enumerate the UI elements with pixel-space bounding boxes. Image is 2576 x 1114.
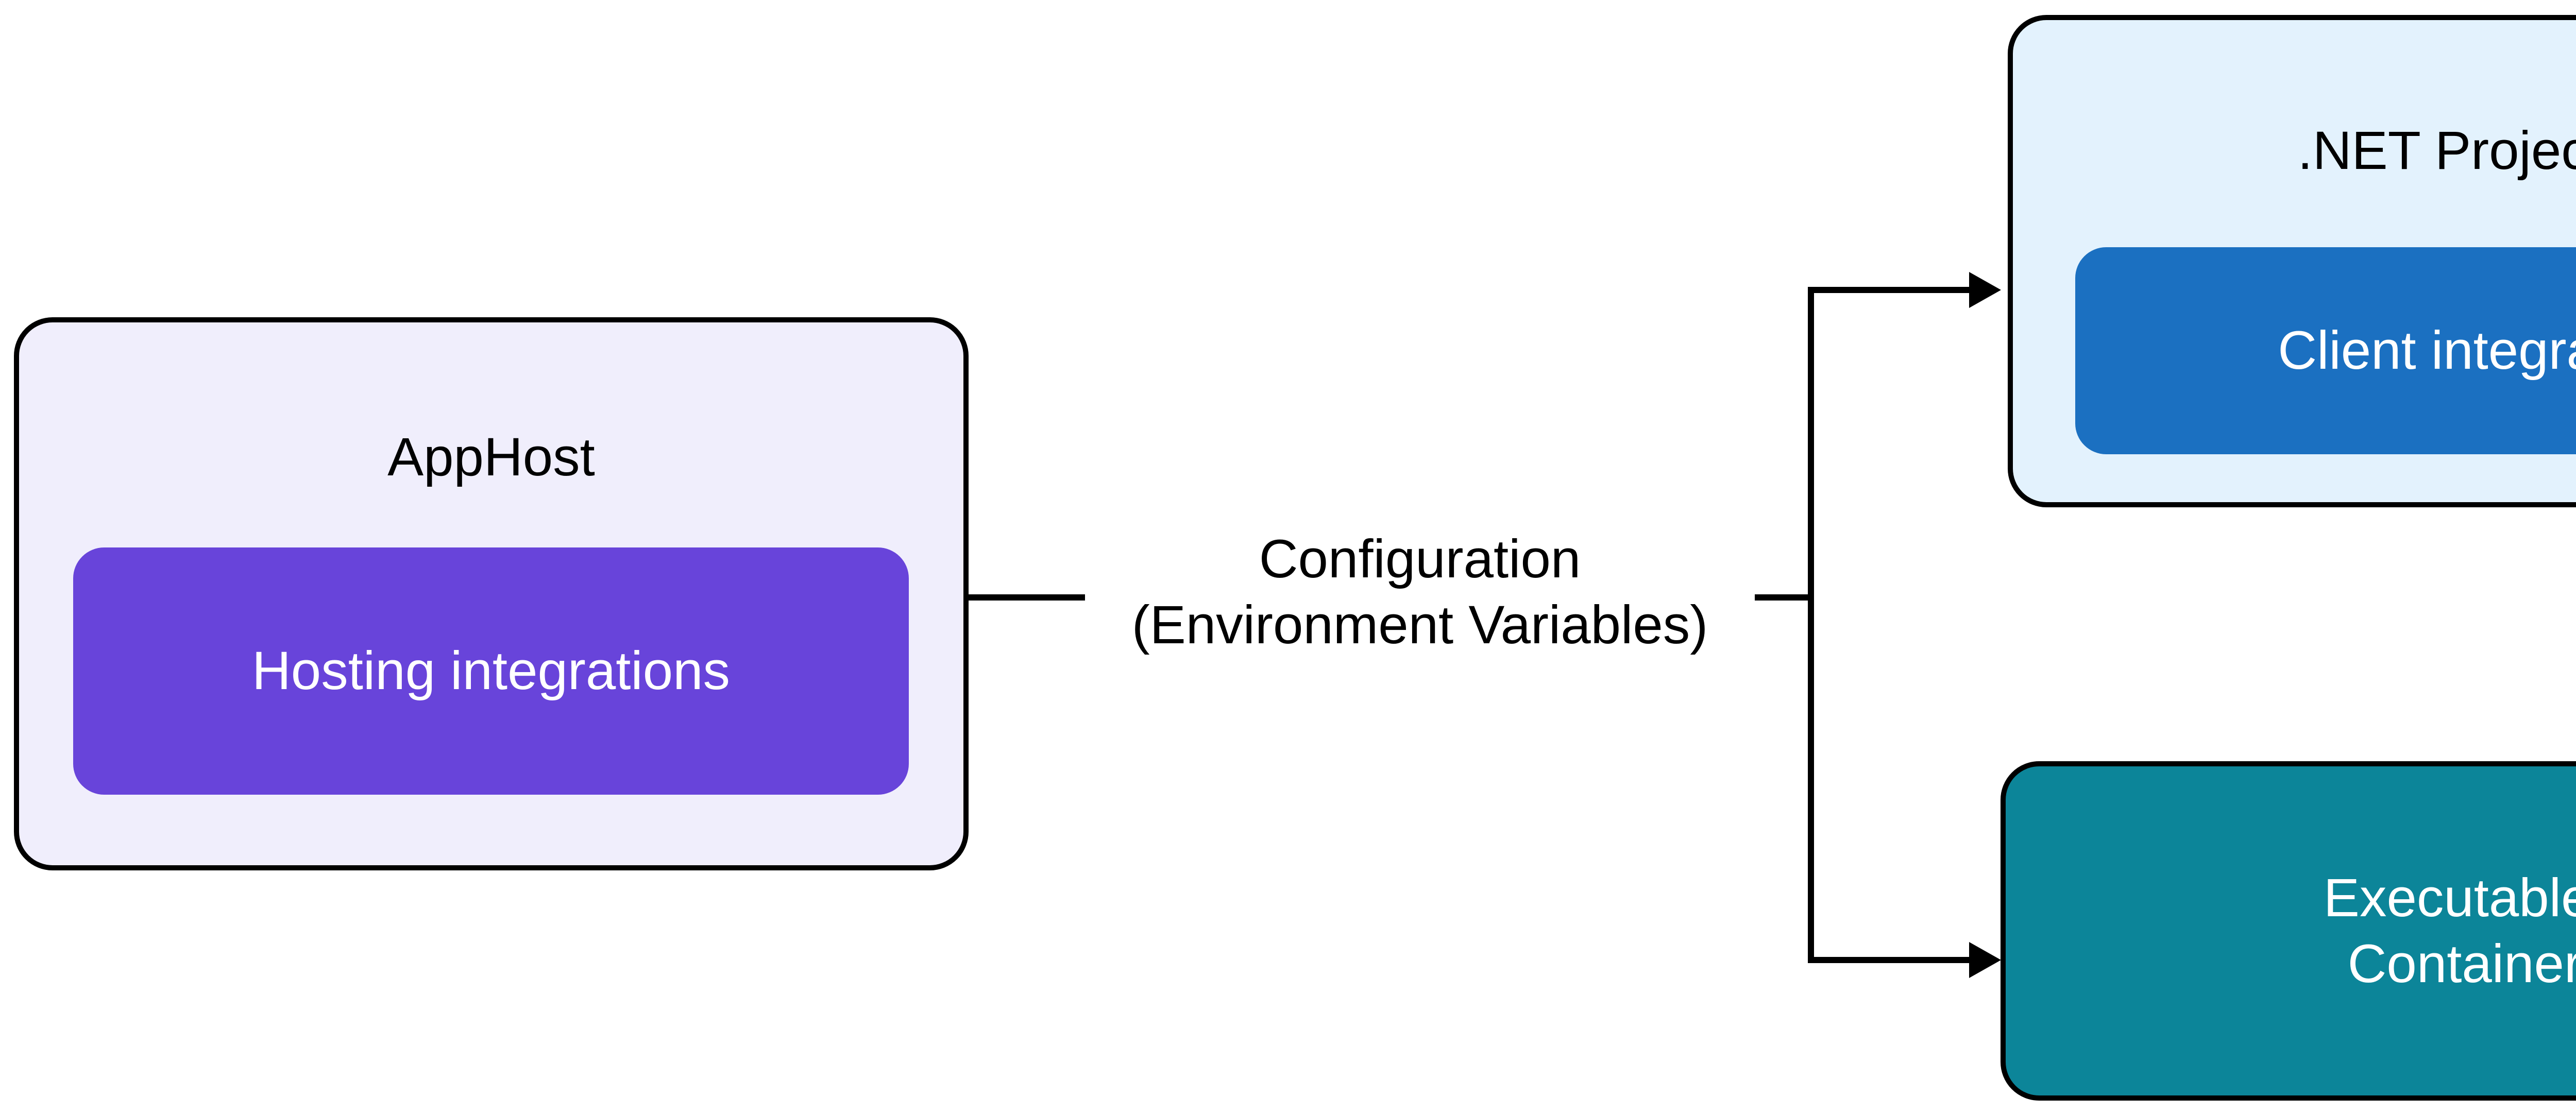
executables-label-line1: Executables/ (2323, 867, 2576, 928)
arrow-right-icon (1969, 272, 2001, 308)
edge-branch-to-executables (1808, 957, 1970, 963)
hosting-integrations-label: Hosting integrations (251, 641, 731, 701)
edge-junction-vertical (1808, 287, 1814, 963)
executables-label-line2: Containers (2347, 933, 2576, 994)
arrow-right-icon (1969, 942, 2001, 978)
edge-branch-to-dotnet (1808, 287, 1970, 293)
apphost-node: AppHost Hosting integrations (14, 317, 969, 870)
apphost-title: AppHost (387, 427, 595, 487)
executables-containers-node: Executables/ Containers (2001, 761, 2576, 1101)
edge-label-configuration: Configuration (Environment Variables) (1085, 526, 1755, 658)
dotnet-projects-title: .NET Project(s) (2297, 121, 2576, 181)
edge-label-line2: (Environment Variables) (1131, 595, 1708, 655)
dotnet-projects-node: .NET Project(s) Client integrations (2008, 15, 2576, 507)
edge-label-line1: Configuration (1259, 529, 1581, 589)
hosting-integrations-node: Hosting integrations (73, 547, 909, 795)
client-integrations-node: Client integrations (2075, 247, 2576, 454)
client-integrations-label: Client integrations (2278, 320, 2576, 381)
